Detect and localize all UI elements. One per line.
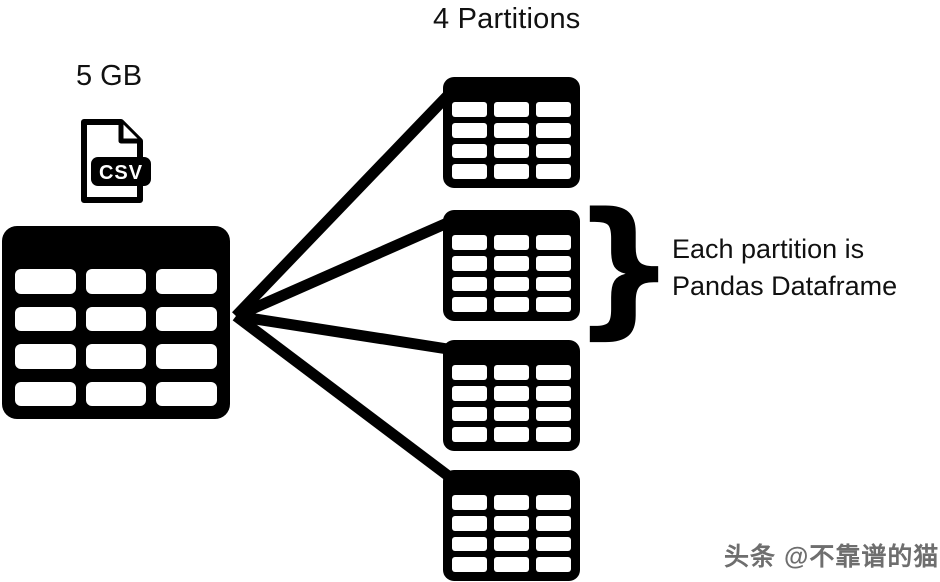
- table-cell: [536, 102, 571, 117]
- fan-line-4: [232, 311, 459, 486]
- fan-line-1: [232, 85, 458, 320]
- table-cell: [452, 276, 487, 292]
- table-cell: [536, 122, 571, 138]
- annotation-line-1: Each partition is: [672, 234, 865, 264]
- table-cell: [494, 235, 529, 250]
- table-cell: [156, 269, 217, 294]
- table-cell: [494, 143, 529, 159]
- table-cell: [452, 495, 487, 510]
- table-cell: [494, 515, 529, 531]
- table-cell: [452, 536, 487, 552]
- table-cell: [536, 515, 571, 531]
- table-cell: [452, 255, 487, 271]
- table-cell: [536, 406, 571, 422]
- annotation-line-2: Pandas Dataframe: [672, 271, 898, 301]
- table-cell: [536, 495, 571, 510]
- table-cell: [85, 344, 147, 369]
- table-cell: [15, 306, 76, 331]
- table-cell: [494, 164, 529, 179]
- partition-annotation: Each partition is Pandas Dataframe: [672, 231, 897, 305]
- table-cell: [452, 235, 487, 250]
- table-cell: [452, 557, 487, 572]
- table-cell: [494, 365, 529, 380]
- table-cell: [15, 269, 76, 294]
- table-cell: [452, 365, 487, 380]
- table-cell: [494, 255, 529, 271]
- table-cell: [536, 276, 571, 292]
- table-cell: [494, 406, 529, 422]
- csv-file-icon: CSV: [81, 119, 151, 203]
- table-cell: [85, 381, 147, 406]
- table-cell: [452, 427, 487, 442]
- table-cell: [452, 515, 487, 531]
- table-cell: [494, 276, 529, 292]
- csv-badge-label: CSV: [99, 162, 143, 184]
- table-cell: [452, 385, 487, 401]
- partitions-title: 4 Partitions: [433, 3, 581, 35]
- table-cell: [536, 427, 571, 442]
- table-cell: [536, 235, 571, 250]
- table-cell: [536, 143, 571, 159]
- table-cell: [536, 385, 571, 401]
- csv-folded-corner: [118, 122, 140, 144]
- table-cell: [494, 297, 529, 312]
- table-cell: [494, 536, 529, 552]
- partition-table-icon-3: [443, 340, 580, 451]
- table-cell: [156, 306, 217, 331]
- table-cell: [452, 143, 487, 159]
- table-cell: [452, 406, 487, 422]
- table-cell: [536, 297, 571, 312]
- table-cell: [494, 102, 529, 117]
- csv-badge: [91, 157, 151, 186]
- partition-table-icon-1: [443, 77, 580, 188]
- table-cell: [494, 122, 529, 138]
- table-cell: [494, 385, 529, 401]
- table-cell: [494, 495, 529, 510]
- table-cell: [85, 306, 147, 331]
- table-cell: [452, 102, 487, 117]
- source-size-label: 5 GB: [76, 60, 143, 92]
- table-cell: [536, 536, 571, 552]
- table-cell: [15, 381, 76, 406]
- table-cell: [452, 164, 487, 179]
- table-cell: [494, 557, 529, 572]
- fan-line-3: [235, 310, 455, 356]
- table-cell: [536, 164, 571, 179]
- fan-line-2: [233, 214, 457, 322]
- table-cell: [452, 122, 487, 138]
- partition-table-icon-2: [443, 210, 580, 321]
- partition-table-icon-4: [443, 470, 580, 581]
- table-cell: [156, 381, 217, 406]
- watermark-text: 头条 @不靠谱的猫: [724, 543, 940, 571]
- table-cell: [15, 344, 76, 369]
- source-table-icon: [2, 226, 230, 419]
- table-cell: [85, 269, 147, 294]
- table-cell: [536, 365, 571, 380]
- table-cell: [156, 344, 217, 369]
- table-cell: [536, 255, 571, 271]
- table-cell: [452, 297, 487, 312]
- table-cell: [494, 427, 529, 442]
- table-cell: [536, 557, 571, 572]
